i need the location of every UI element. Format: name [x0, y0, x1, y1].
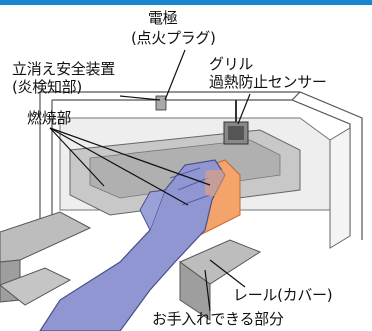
header-accent-bar	[0, 0, 372, 5]
label-burner: 燃焼部	[27, 109, 72, 127]
label-rail-cover: レール(カバー)	[233, 286, 333, 304]
label-flame-safety: 立消え安全装置	[12, 60, 115, 78]
label-flame-safety-subtitle: (炎検知部)	[12, 78, 82, 96]
label-cleanable-parts: お手入れできる部分	[152, 310, 284, 328]
rail-covers	[0, 211, 262, 321]
label-electrode: 電極	[148, 9, 178, 27]
leader-lines	[49, 49, 251, 312]
cleaning-glove	[39, 159, 233, 331]
label-electrode-subtitle: (点火プラグ)	[131, 29, 216, 47]
grill-sensor	[223, 100, 249, 145]
label-grill-overheat-sensor: 過熱防止センサー	[209, 73, 327, 91]
label-grill: グリル	[209, 55, 254, 73]
electrode-spark-plug	[155, 95, 167, 111]
